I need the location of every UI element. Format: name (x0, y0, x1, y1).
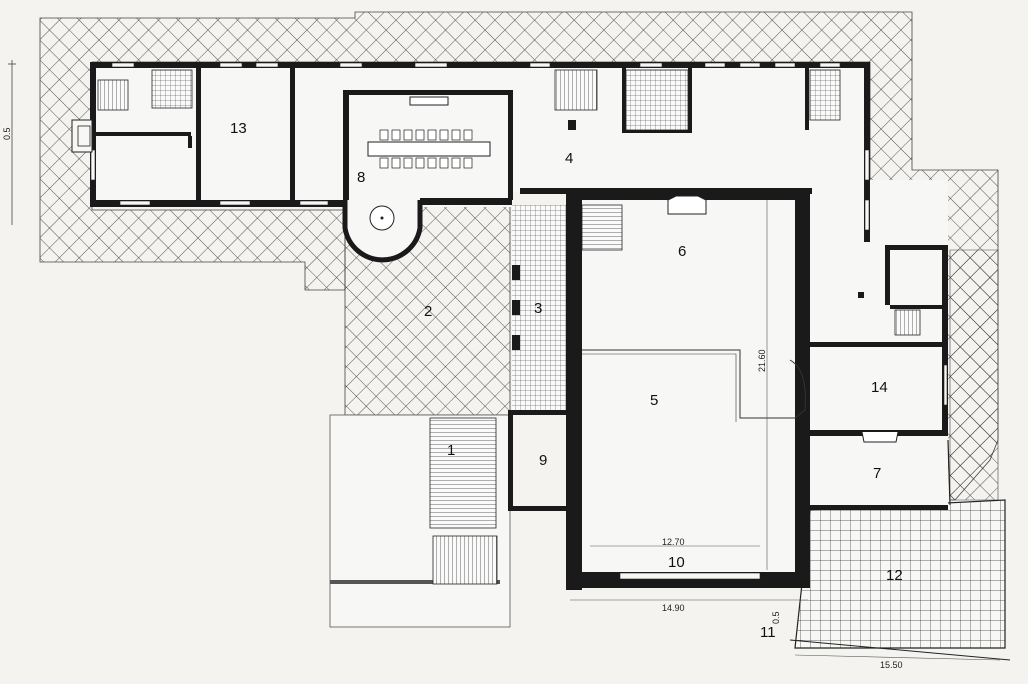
room-label-1: 1 (447, 442, 455, 459)
room-label-9: 9 (539, 452, 547, 469)
dim-small-2: 0.5 (2, 127, 12, 140)
hall-divider (582, 349, 795, 419)
room14-bay (861, 431, 899, 443)
room-label-2: 2 (424, 303, 432, 320)
dim-hall-length: 21.60 (757, 349, 767, 372)
room-label-14: 14 (871, 379, 888, 396)
west-porch (71, 119, 93, 153)
stair-hall (581, 204, 623, 251)
hall-curve (789, 359, 806, 419)
room-label-4: 4 (565, 150, 573, 167)
gallery-grid (512, 205, 568, 410)
dim-hall-width: 12.70 (662, 537, 685, 547)
stair-east (894, 309, 921, 336)
wc-west-tiles (151, 69, 193, 109)
room-label-7: 7 (873, 465, 881, 482)
room-label-12: 12 (886, 567, 903, 584)
forecourt-edge (330, 580, 500, 584)
room-label-8: 8 (357, 169, 365, 186)
terrace-edge-line (789, 639, 1011, 661)
entrance-stairs (429, 417, 497, 529)
room-label-11: 11 (760, 624, 776, 641)
room-label-13: 13 (230, 120, 247, 137)
conference-table (367, 96, 491, 169)
wc-northeast-tiles (809, 69, 841, 121)
east-hatch (949, 249, 999, 501)
room-label-6: 6 (678, 243, 686, 260)
room-label-10: 10 (668, 554, 685, 571)
bay-window (342, 200, 423, 263)
lower-stairs (432, 535, 498, 585)
hall-floor (568, 192, 810, 587)
dim-small-1: 0.5 (771, 611, 781, 624)
dim-terrace-width: 15.50 (880, 660, 903, 670)
terrace-width-line (794, 654, 1001, 661)
stair-west (97, 79, 129, 111)
wc-east-tiles (625, 69, 689, 131)
room-label-5: 5 (650, 392, 658, 409)
fireplace (667, 195, 707, 215)
room-label-3: 3 (534, 300, 542, 317)
windows (90, 62, 948, 580)
stair-north (554, 69, 598, 111)
dim-outer-width: 14.90 (662, 603, 685, 613)
